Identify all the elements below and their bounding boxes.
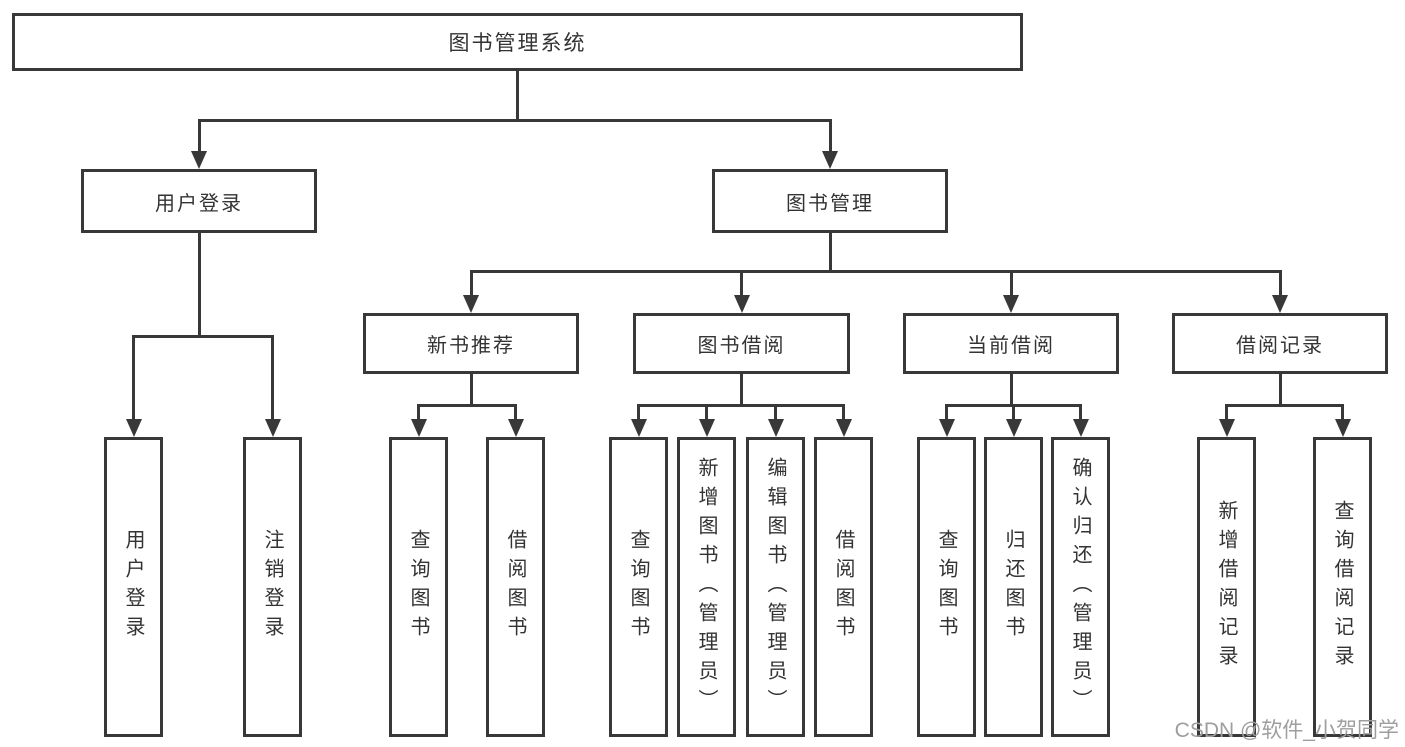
node-user-login: 用户登录 <box>81 169 317 233</box>
connector-drop <box>469 271 473 297</box>
node-book-borrow: 图书借阅 <box>633 313 850 374</box>
node-root-library-system: 图书管理系统 <box>12 13 1023 71</box>
connector-drop <box>1225 405 1228 421</box>
leaf-br-add-record: 新增借阅记录 <box>1197 437 1256 737</box>
connector-bar <box>1225 403 1344 407</box>
connector-bar <box>637 403 845 407</box>
leaf-nb-query-books: 查询图书 <box>389 437 448 737</box>
connector-stem <box>469 374 473 405</box>
arrowhead-down-icon <box>822 151 838 169</box>
connector-stem <box>516 71 519 120</box>
node-borrow-records: 借阅记录 <box>1172 313 1388 374</box>
arrowhead-down-icon <box>630 419 647 437</box>
connector-stem <box>1009 374 1013 405</box>
connector-bar <box>469 269 1282 273</box>
arrowhead-down-icon <box>463 295 479 313</box>
arrowhead-down-icon <box>938 419 955 437</box>
leaf-nb-borrow-books: 借阅图书 <box>486 437 545 737</box>
leaf-cb-query-books: 查询图书 <box>917 437 976 737</box>
connector-drop <box>1341 405 1344 421</box>
connector-drop <box>417 405 420 421</box>
connector-drop <box>842 405 845 421</box>
connector-stem <box>828 233 832 271</box>
arrowhead-down-icon <box>1272 295 1288 313</box>
connector-drop <box>197 120 201 153</box>
leaf-user-login: 用户登录 <box>104 437 163 737</box>
arrowhead-down-icon <box>835 419 852 437</box>
connector-drop <box>740 271 743 297</box>
connector-drop <box>132 336 135 421</box>
connector-stem <box>740 374 743 405</box>
connector-drop <box>1012 405 1015 421</box>
leaf-bb-query-books: 查询图书 <box>609 437 668 737</box>
connector-drop <box>828 120 832 153</box>
node-book-management: 图书管理 <box>712 169 948 233</box>
connector-bar <box>417 403 517 407</box>
connector-drop <box>1079 405 1082 421</box>
arrowhead-down-icon <box>191 151 207 169</box>
csdn-watermark: CSDN @软件_小贺同学 <box>1174 719 1399 742</box>
arrowhead-down-icon <box>507 419 524 437</box>
connector-drop <box>945 405 948 421</box>
arrowhead-down-icon <box>264 419 281 437</box>
connector-drop <box>637 405 640 421</box>
arrowhead-down-icon <box>733 295 750 313</box>
connector-drop <box>1009 271 1013 297</box>
connector-bar <box>197 118 832 122</box>
leaf-logout: 注销登录 <box>243 437 302 737</box>
leaf-br-query-record: 查询借阅记录 <box>1313 437 1372 737</box>
leaf-bb-borrow-books: 借阅图书 <box>814 437 873 737</box>
leaf-cb-return-books: 归还图书 <box>984 437 1043 737</box>
node-new-book-recommend: 新书推荐 <box>363 313 579 374</box>
arrowhead-down-icon <box>125 419 142 437</box>
arrowhead-down-icon <box>1334 419 1351 437</box>
arrowhead-down-icon <box>1072 419 1089 437</box>
connector-stem <box>197 233 201 336</box>
connector-stem <box>1278 374 1282 405</box>
node-current-borrow: 当前借阅 <box>903 313 1119 374</box>
arrowhead-down-icon <box>767 419 784 437</box>
arrowhead-down-icon <box>698 419 715 437</box>
connector-drop <box>514 405 517 421</box>
connector-drop <box>774 405 777 421</box>
arrowhead-down-icon <box>410 419 427 437</box>
connector-bar <box>132 334 274 338</box>
connector-drop <box>705 405 708 421</box>
arrowhead-down-icon <box>1218 419 1235 437</box>
arrowhead-down-icon <box>1005 419 1022 437</box>
connector-drop <box>271 336 274 421</box>
arrowhead-down-icon <box>1003 295 1019 313</box>
leaf-bb-add-books-admin: 新增图书（管理员） <box>677 437 736 737</box>
connector-drop <box>1278 271 1282 297</box>
leaf-cb-confirm-return-admin: 确认归还（管理员） <box>1051 437 1110 737</box>
leaf-bb-edit-books-admin: 编辑图书（管理员） <box>746 437 805 737</box>
